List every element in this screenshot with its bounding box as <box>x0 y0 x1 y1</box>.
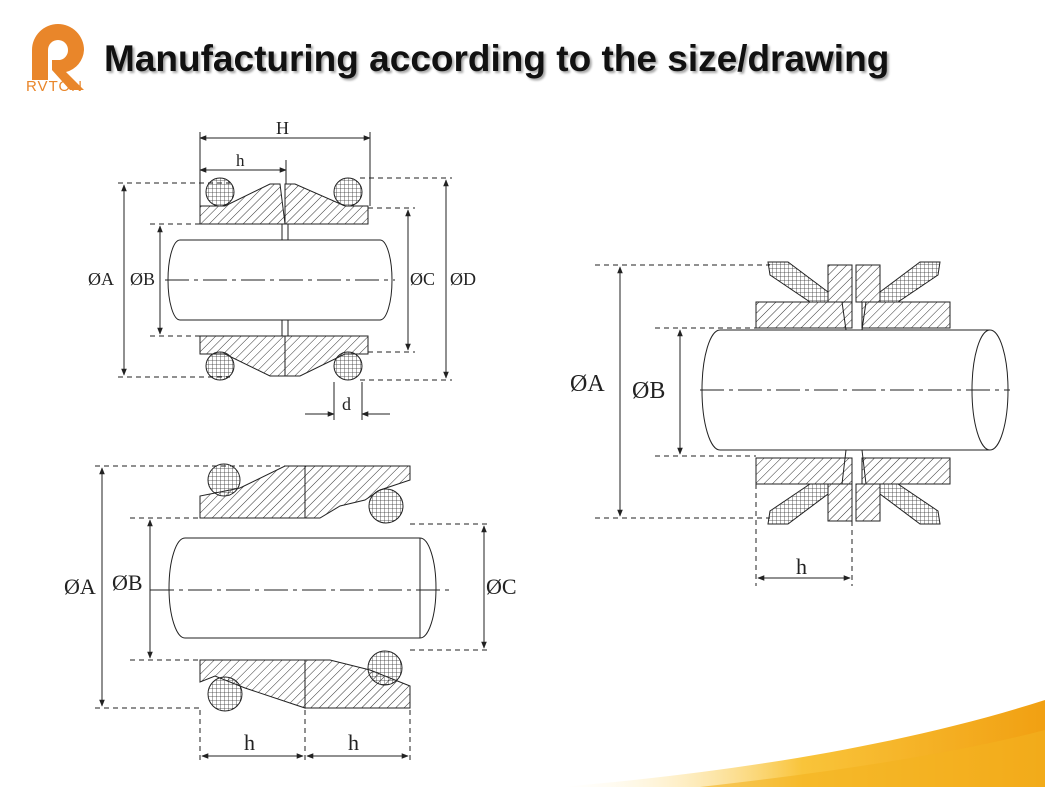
dim-C-label: ØC <box>410 269 435 289</box>
dim-B-label: ØB <box>112 570 143 595</box>
brand-name: RVTON <box>26 78 83 95</box>
dim-B-label: ØB <box>130 269 155 289</box>
dim-h-label: h <box>244 730 255 755</box>
diagram-right <box>595 261 1010 586</box>
diagram-bottom-left <box>95 463 490 762</box>
dim-A-label: ØA <box>570 371 605 397</box>
dim-h-label: h <box>796 554 807 579</box>
dim-A-label: ØA <box>88 269 114 289</box>
dim-H-label: H <box>276 118 289 138</box>
diagram-top-left <box>118 132 452 420</box>
dim-A-label: ØA <box>64 574 96 599</box>
dim-h-label-2: h <box>348 730 359 755</box>
dim-B-label: ØB <box>632 378 665 404</box>
dim-C-label: ØC <box>486 574 517 599</box>
dim-d-label: d <box>342 394 351 414</box>
dim-h-label: h <box>236 151 245 170</box>
rvton-logo-icon <box>32 24 84 90</box>
page-title: Manufacturing according to the size/draw… <box>104 38 890 79</box>
dim-D-label: ØD <box>450 269 476 289</box>
